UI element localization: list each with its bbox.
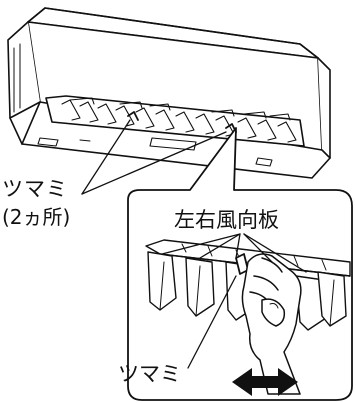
label-knob-top: ツマミ: [2, 177, 68, 201]
hand-icon: [241, 253, 302, 395]
leader-line-louver-1: [161, 233, 241, 255]
leader-line-knob-left: [81, 119, 131, 195]
leader-line-louver-3: [235, 233, 241, 259]
air-conditioner-unit: [7, 7, 331, 179]
leader-line-louver-5: [243, 233, 307, 273]
leader-line-knob-bottom: [187, 275, 237, 369]
leader-line-louver-2: [199, 233, 241, 259]
label-knob-bottom: ツマミ: [118, 362, 181, 386]
louver-assembly-closeup: [145, 239, 351, 331]
double-arrow-icon: [232, 368, 298, 396]
label-louver: 左右風向板: [174, 208, 279, 232]
leader-line-louver-4: [243, 233, 273, 263]
label-knob-count: (2ヵ所): [2, 205, 71, 229]
leader-line-knob-right: [81, 131, 227, 195]
knob-marker-left: [127, 111, 139, 121]
